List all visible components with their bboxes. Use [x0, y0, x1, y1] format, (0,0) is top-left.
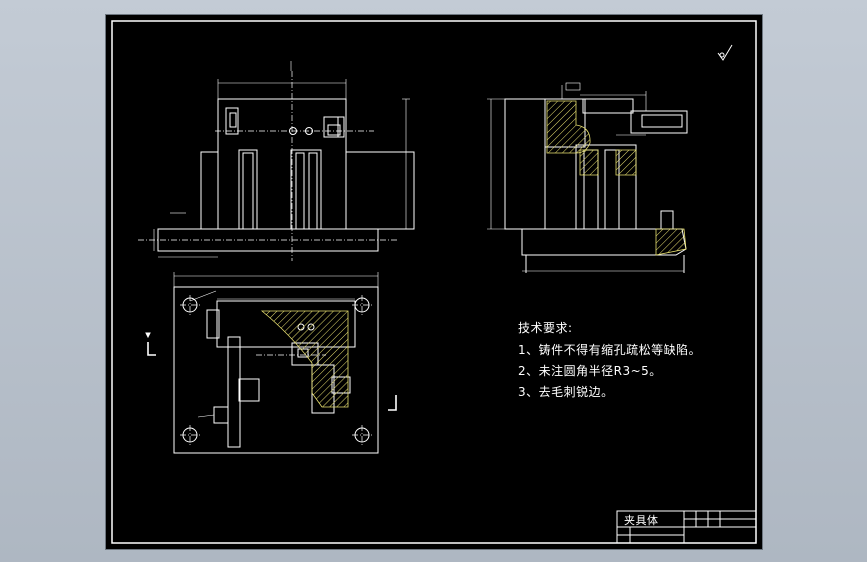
technical-requirements-title: 技术要求: [518, 321, 573, 335]
cad-viewport[interactable]: 技术要求: 1、铸件不得有缩孔疏松等缺陷。 2、未注圆角半径R3~5。 3、去毛… [105, 14, 763, 550]
technical-requirement-3: 3、去毛刺锐边。 [518, 385, 614, 399]
front-view [157, 98, 415, 252]
side-view-dimensions [487, 82, 684, 272]
front-view-centerlines [138, 71, 398, 261]
top-view-centerlines [180, 295, 372, 445]
side-view-section-hatch [546, 100, 687, 256]
top-view-section-hatch [260, 310, 349, 408]
front-view-dimensions [153, 61, 410, 258]
engineering-drawing [111, 20, 757, 544]
drawing-border [111, 20, 757, 544]
title-block-part-name: 夹具体 [624, 514, 659, 527]
section-mark-left [145, 332, 156, 356]
title-block [616, 510, 757, 544]
technical-requirement-2: 2、未注圆角半径R3~5。 [518, 364, 662, 378]
side-view [504, 98, 688, 273]
top-view-dimensions [173, 272, 379, 418]
section-mark-right [388, 395, 397, 411]
roughness-symbol [717, 44, 733, 61]
technical-requirement-1: 1、铸件不得有缩孔疏松等缺陷。 [518, 343, 702, 357]
